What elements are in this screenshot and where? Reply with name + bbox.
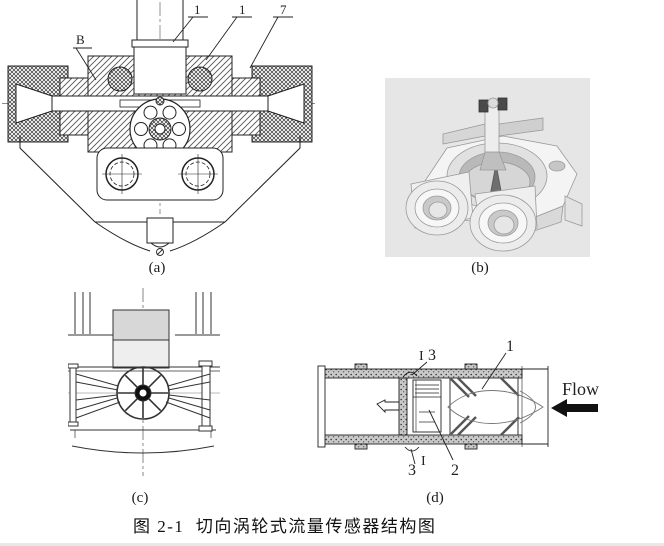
wheel-group [67, 288, 220, 476]
callout-B: B [76, 32, 85, 47]
callout-pickup-2: 2 [451, 462, 459, 478]
panel-label-c: (c) [131, 490, 149, 506]
tube-group [317, 352, 549, 465]
flow-label: Flow [562, 379, 599, 399]
sectional-drawing-svg: B 1 1 7 [2, 0, 318, 256]
callout-7: 7 [280, 2, 287, 17]
panel-label-b: (b) [471, 260, 489, 276]
panel-d-flow-schematic: I 3 1 I 3 2 Flow [315, 333, 615, 479]
panel-c-wheel-drawing [67, 288, 220, 478]
section-mark-top: I [419, 349, 424, 364]
housing-render-group [405, 97, 583, 252]
callout-bottom-3: 3 [408, 462, 416, 478]
section-mark-bottom: I [421, 454, 426, 469]
wheel-drawing-svg [67, 288, 220, 476]
callout-rotor-1: 1 [506, 338, 514, 355]
flow-arrow-icon [551, 399, 598, 417]
render-svg [385, 78, 590, 257]
panel-label-a: (a) [148, 260, 166, 276]
flow-schematic-svg: I 3 1 I 3 2 Flow [317, 338, 599, 479]
callout-leaders-group [73, 16, 293, 81]
callout-top-3: 3 [428, 347, 436, 364]
callout-1a: 1 [194, 2, 201, 17]
page-bottom-edge [0, 543, 664, 546]
panel-a-sectional-drawing: B 1 1 7 [0, 0, 320, 258]
panel-b-3d-render [385, 78, 590, 257]
body-section-group [2, 0, 318, 256]
panel-label-d: (d) [426, 490, 444, 506]
figure-caption: 图 2-1 切向涡轮式流量传感器结构图 [133, 517, 437, 536]
callout-1b: 1 [239, 2, 246, 17]
